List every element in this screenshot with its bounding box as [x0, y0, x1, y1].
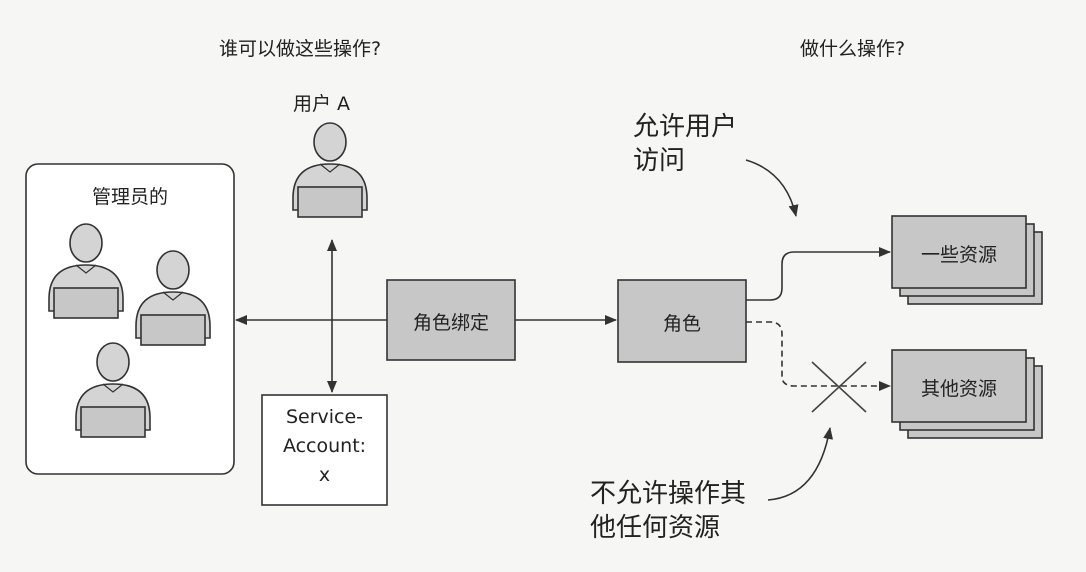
- service-account-label: Service- Account: x: [262, 403, 387, 490]
- allowed-resources-label: 一些资源: [920, 244, 997, 266]
- deny-annotation-line-2: 他任何资源: [590, 513, 721, 543]
- role-binding-label: 角色绑定: [412, 312, 489, 334]
- service-account-line-3: x: [318, 464, 331, 486]
- deny-annotation-pointer: [767, 427, 834, 501]
- service-account-box: [261, 394, 388, 506]
- allowed-resources-stack: [891, 215, 1043, 305]
- role-binding-box: [386, 279, 516, 361]
- allow-annotation-pointer: [745, 159, 799, 217]
- service-account-line-2: Account:: [282, 435, 367, 457]
- allow-annotation-line-2: 访问: [633, 146, 686, 176]
- allow-annotation-line-1: 允许用户: [633, 112, 738, 142]
- deny-annotation: 不允许操作其 他任何资源: [590, 477, 746, 545]
- allowed-path-arrow: [746, 247, 891, 301]
- who-question: 谁可以做这些操作?: [219, 38, 382, 60]
- denied-resources-label: 其他资源: [920, 378, 997, 400]
- role-label: 角色: [662, 313, 701, 335]
- denied-resources-stack: [891, 349, 1043, 439]
- what-question: 做什么操作?: [800, 38, 906, 60]
- user-a-label: 用户 A: [293, 93, 351, 115]
- allow-annotation: 允许用户 访问: [633, 110, 737, 178]
- user-a-person-icon: [292, 122, 368, 218]
- deny-cross-icon: [811, 361, 867, 413]
- admin-group-label: 管理员的: [92, 186, 169, 208]
- deny-annotation-line-1: 不允许操作其: [590, 479, 747, 509]
- role-box: [617, 279, 747, 363]
- service-account-line-1: Service-: [285, 406, 364, 428]
- denied-path-arrow: [746, 321, 891, 391]
